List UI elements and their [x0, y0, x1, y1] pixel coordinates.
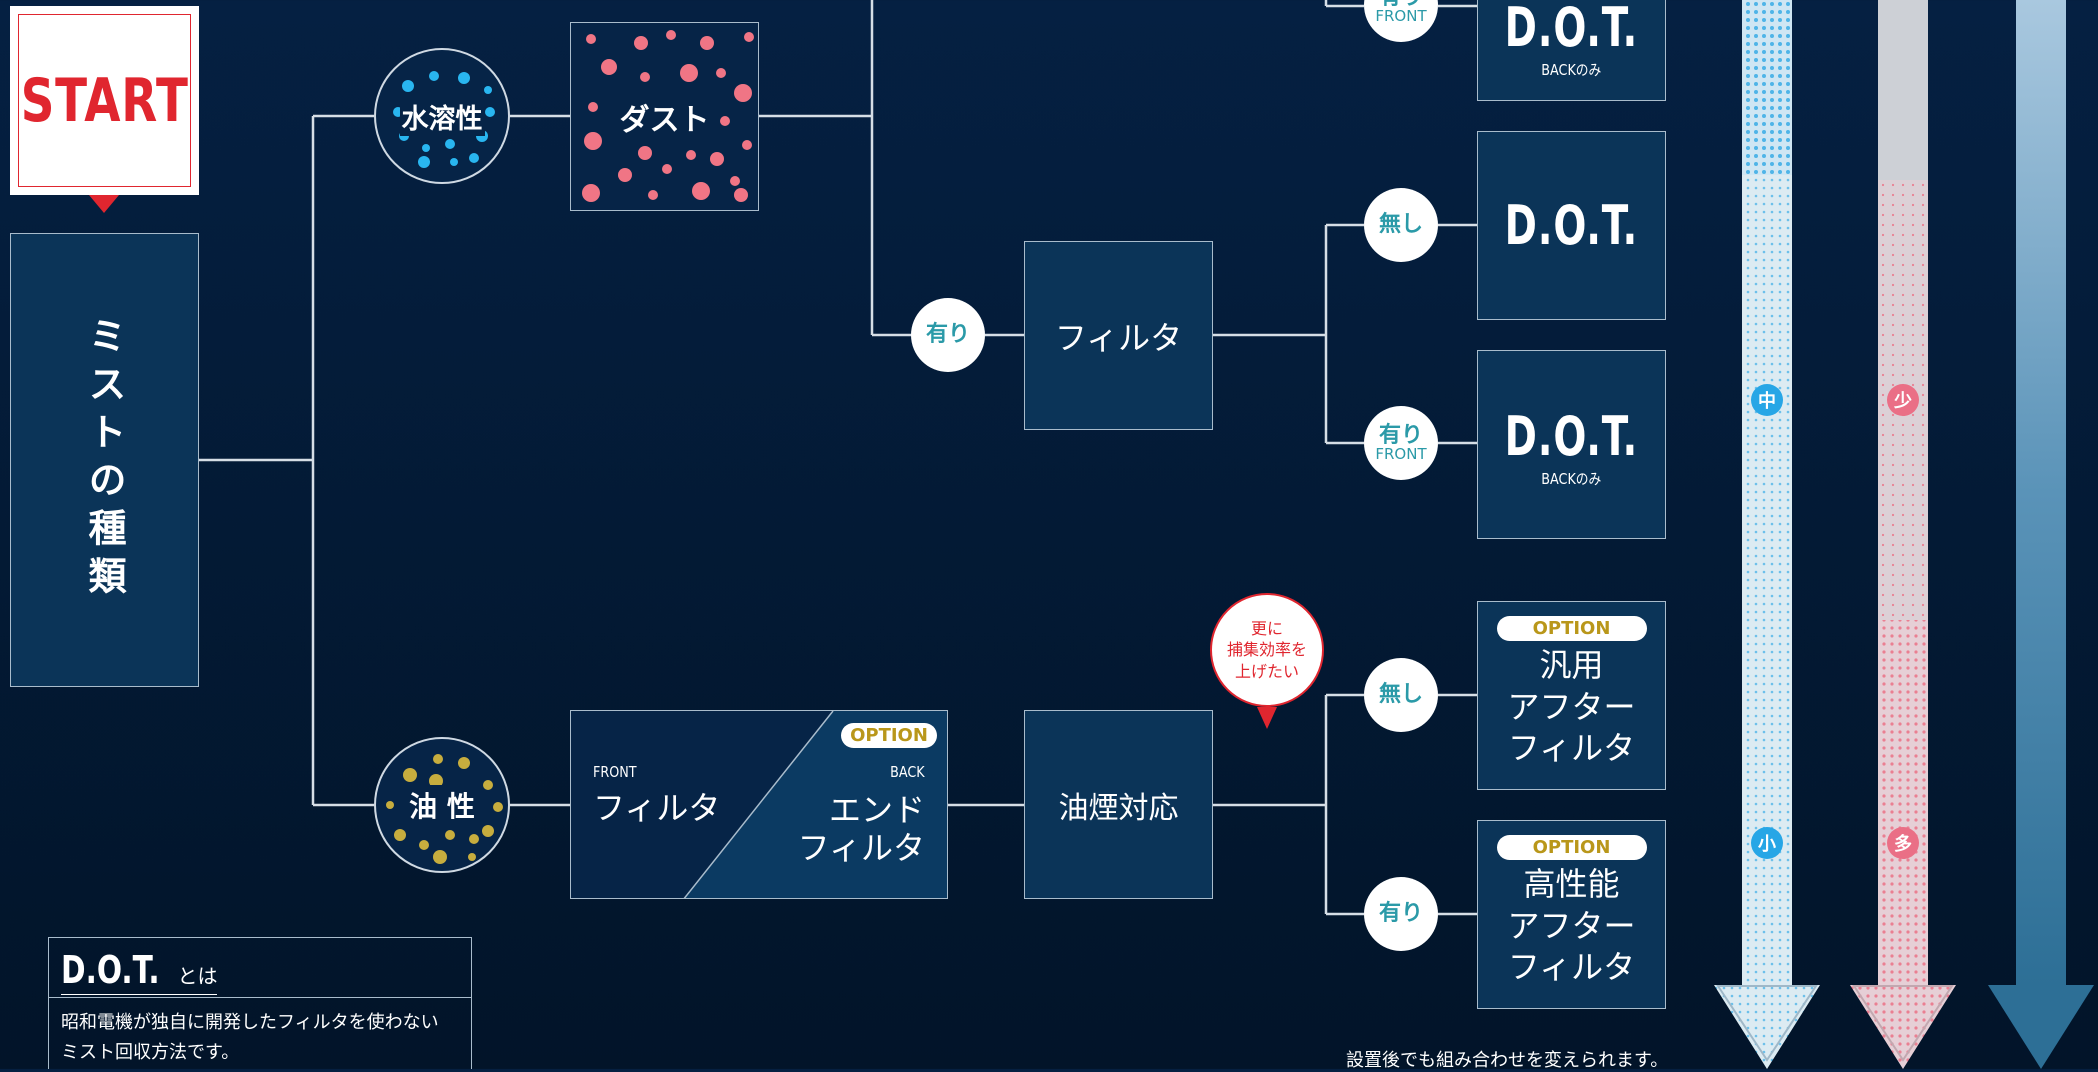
after-filter-general-box: OPTION 汎用 アフター フィルタ — [1477, 601, 1666, 790]
node-label: 無し — [1378, 212, 1423, 238]
ari-front-mid-node: 有り FRONT — [1364, 406, 1438, 480]
mist-type-box: ミストの種類 — [10, 233, 199, 687]
improve-callout: 更に 捕集効率を 上げたい — [1210, 593, 1324, 707]
option-pill: OPTION — [841, 723, 937, 748]
node-label: 有り — [1378, 422, 1423, 448]
callout-line-2: 捕集効率を — [1226, 640, 1307, 660]
after-filter-high-box: OPTION 高性能 アフター フィルタ — [1477, 820, 1666, 1009]
dot-sub: BACKのみ — [1541, 61, 1602, 79]
front-tag: FRONT — [593, 763, 637, 781]
oil-filter-box: FRONT フィルタ OPTION BACK エンド フィルタ — [570, 710, 948, 899]
dot-about-title: D.O.T. — [61, 948, 160, 992]
oil-smoke-box: 油煙対応 — [1024, 710, 1213, 899]
dot-sub: BACKのみ — [1541, 470, 1602, 488]
dot-about-box: D.O.T. とは 昭和電機が独自に開発したフィルタを使わない ミスト回収方法で… — [48, 937, 472, 1069]
dot-title: D.O.T. — [1504, 405, 1639, 468]
dot-title: D.O.T. — [1504, 0, 1639, 59]
filter-label: フィルタ — [1054, 318, 1183, 357]
front-filter-label: フィルタ — [593, 789, 721, 827]
start-pointer — [89, 195, 119, 213]
dot-about-desc-1: 昭和電機が独自に開発したフィルタを使わない — [61, 1012, 439, 1033]
oil-smoke-label: 油煙対応 — [1058, 790, 1179, 826]
oil-circle: 油 性 — [374, 737, 510, 873]
node-label: 有り — [925, 322, 970, 348]
footnote: 設置後でも組み合わせを変えられます。 — [1346, 1050, 1669, 1071]
badge-sho: 小 — [1751, 827, 1783, 859]
start-box: START — [10, 6, 199, 195]
mist-type-label: ミストの種類 — [82, 316, 126, 604]
back-filter-label-2: フィルタ — [797, 829, 925, 867]
ari-dust-node: 有り — [911, 298, 985, 372]
callout-pointer — [1257, 707, 1277, 729]
filter-box: フィルタ — [1024, 241, 1213, 430]
after-general-line-2: アフター — [1507, 687, 1636, 726]
dot-about-heading: D.O.T. とは — [61, 948, 218, 995]
back-filter-label-1: エンド — [828, 791, 925, 829]
arrow-column-2 — [1850, 0, 1956, 1069]
node-label: 有り — [1379, 0, 1423, 9]
dust-particles-icon — [582, 30, 754, 202]
node-label: 有り — [1378, 901, 1423, 927]
start-label: START — [20, 65, 189, 136]
dot-about-divider — [49, 997, 471, 998]
option-pill: OPTION — [1496, 616, 1647, 641]
dot-about-suffix: とは — [177, 964, 218, 988]
water-droplets-icon — [393, 71, 495, 168]
oil-droplets-icon — [386, 754, 503, 864]
badge-naka: 中 — [1751, 384, 1783, 416]
arrow-column-3 — [1988, 0, 2094, 1069]
diagonal-split — [683, 711, 947, 898]
after-high-line-2: アフター — [1507, 906, 1636, 945]
dust-label: ダスト — [613, 94, 716, 139]
node-sub-label: FRONT — [1375, 444, 1427, 463]
after-high-line-1: 高性能 — [1523, 865, 1620, 903]
dot-about-desc-2: ミスト回収方法です。 — [61, 1042, 240, 1063]
dust-box: ダスト — [570, 22, 759, 211]
oil-label: 油 性 — [405, 785, 479, 825]
nashi-low-node: 無し — [1364, 658, 1438, 732]
dot-title: D.O.T. — [1504, 193, 1639, 257]
callout-line-3: 上げたい — [1234, 661, 1299, 681]
callout-line-1: 更に — [1250, 618, 1283, 638]
badge-oo: 多 — [1887, 827, 1919, 859]
water-soluble-label: 水溶性 — [399, 96, 485, 136]
option-pill: OPTION — [1496, 835, 1647, 860]
dot-box-mid: D.O.T. — [1477, 131, 1666, 320]
water-soluble-circle: 水溶性 — [374, 48, 510, 184]
dot-box-top: D.O.T. BACKのみ — [1477, 0, 1666, 101]
ari-low-node: 有り — [1364, 877, 1438, 951]
after-high-line-3: フィルタ — [1507, 948, 1636, 987]
arrow-column-1 — [1714, 0, 1820, 1069]
after-general-line-1: 汎用 — [1539, 646, 1604, 684]
back-tag: BACK — [890, 763, 925, 781]
nashi-mid-node: 無し — [1364, 188, 1438, 262]
after-general-line-3: フィルタ — [1507, 729, 1636, 768]
node-label: 無し — [1378, 682, 1423, 708]
node-sub-label: FRONT — [1375, 6, 1427, 25]
dot-box-mid2: D.O.T. BACKのみ — [1477, 350, 1666, 539]
badge-sukuna: 少 — [1887, 384, 1919, 416]
